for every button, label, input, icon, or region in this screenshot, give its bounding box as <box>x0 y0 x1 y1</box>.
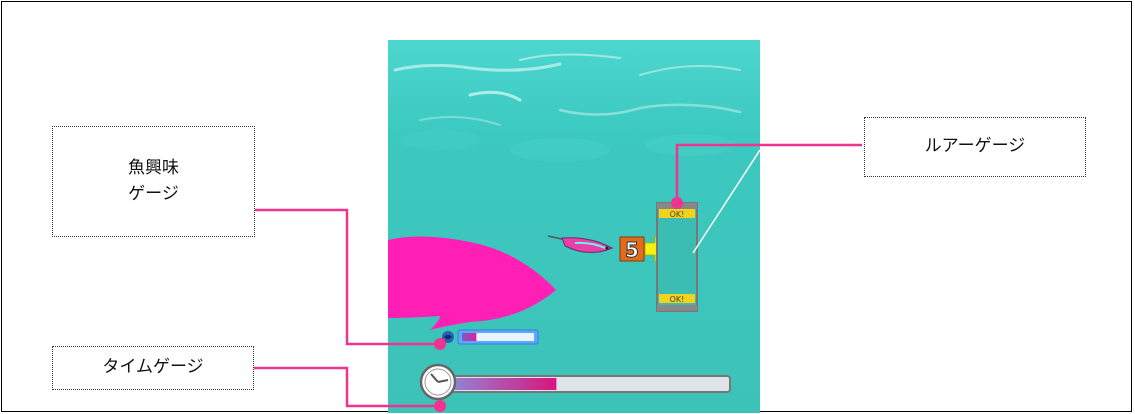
callout-time-gauge-text: タイムゲージ <box>102 355 203 381</box>
clock-icon <box>421 365 455 399</box>
lure-gauge: OK! OK! <box>657 203 697 311</box>
water-panel <box>388 40 760 413</box>
callout-fish-interest-text: 魚興味 ゲージ <box>128 156 179 207</box>
lure-count-badge: 5 <box>620 237 644 262</box>
callout-fish-interest: 魚興味 ゲージ <box>52 126 255 237</box>
callout-lure-gauge-text: ルアーゲージ <box>925 134 1026 160</box>
ok-bottom-label: OK! <box>670 295 685 304</box>
callout-lure-gauge: ルアーゲージ <box>864 117 1086 177</box>
ok-top-label: OK! <box>670 210 685 219</box>
callout-time-gauge: タイムゲージ <box>52 346 254 390</box>
lure-count-text: 5 <box>625 238 639 262</box>
